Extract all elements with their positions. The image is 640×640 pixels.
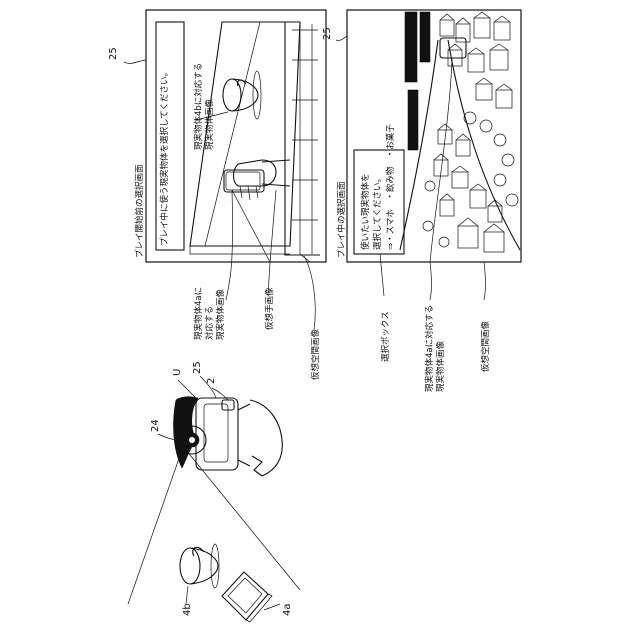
top-label-4b-line2: 現実物体画像 <box>204 98 215 150</box>
top-label-hand: 仮想手画像 <box>264 287 275 330</box>
bottom-box-line3: ⇒・スマホ ・飲み物 ・お菓子 <box>385 124 396 250</box>
top-screen: プレイ中に使う現実物体を選択してください。 <box>108 10 326 262</box>
bottom-box-line1: 使いたい現実物体を <box>360 173 371 250</box>
top-screen-heading: プレイ開始前の選択画面 <box>134 164 145 258</box>
top-label-4b-line1: 現実物体4bに対応する <box>193 63 204 150</box>
bottom-box-line2: 選択してください。 <box>372 174 383 250</box>
ref-phone: 4a <box>282 604 293 617</box>
top-screen-ref: 25 <box>108 47 119 60</box>
bottom-label-4a-line1: 現実物体4aに対応する <box>424 305 435 392</box>
top-label-4a-line3: 現実物体画像 <box>215 288 226 340</box>
ref-camera: 24 <box>150 419 161 432</box>
ref-2: 2 <box>206 378 217 384</box>
ref-user: U <box>172 369 183 376</box>
bottom-label-4a-line2: 現実物体画像 <box>435 340 446 392</box>
real-phone-4a-icon <box>222 572 272 622</box>
top-label-4a-line2: 対応する <box>204 306 215 340</box>
top-label-space: 仮想空間画像 <box>310 328 321 380</box>
bottom-label-space: 仮想空間画像 <box>480 320 491 372</box>
real-cup-4b-icon <box>180 544 219 588</box>
bottom-screen-heading: プレイ中の選択画面 <box>336 181 347 258</box>
top-label-4a-line1: 現実物体4aに <box>193 287 204 340</box>
ref-hmd: 25 <box>192 361 203 374</box>
bottom-screen: 使いたい現実物体を 選択してください。 ⇒・スマホ ・飲み物 ・お菓子 プレイ中… <box>322 10 521 262</box>
ref-cup: 4b <box>182 603 193 616</box>
bottom-label-box: 選択ボックス <box>380 311 391 362</box>
bottom-screen-ref: 25 <box>322 27 333 40</box>
top-prompt-text: プレイ中に使う現実物体を選択してください。 <box>159 68 170 246</box>
